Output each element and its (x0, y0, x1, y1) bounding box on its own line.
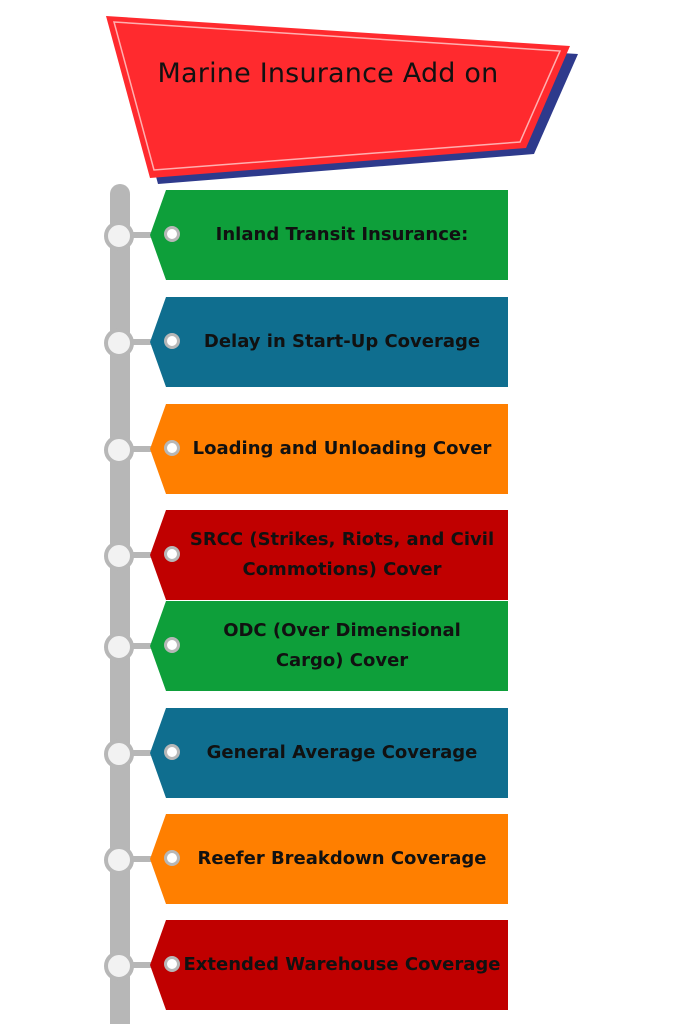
step-connector (118, 339, 176, 345)
banner-inner-border (113, 21, 562, 171)
title-banner: Marine Insurance Add on (0, 0, 683, 200)
step-node (104, 328, 134, 358)
tag-hole (164, 226, 180, 242)
step-tag (150, 297, 508, 387)
step-label: Extended Warehouse Coverage (183, 954, 501, 975)
step-node (104, 541, 134, 571)
step-node (104, 221, 134, 251)
step-tag (150, 814, 508, 904)
step-connector (118, 750, 176, 756)
step-extended-warehouse: Extended Warehouse Coverage (0, 920, 683, 1010)
step-node (104, 951, 134, 981)
step-delay-start-up: Delay in Start-Up Coverage (0, 297, 683, 387)
banner-shape (106, 16, 578, 184)
step-label: General Average Coverage (206, 742, 478, 763)
step-srcc: SRCC (Strikes, Riots, and Civil Commotio… (0, 510, 683, 600)
timeline-pole (110, 184, 130, 1024)
step-tag (150, 190, 508, 280)
tag-hole (164, 850, 180, 866)
step-connector (118, 962, 176, 968)
step-node (104, 632, 134, 662)
step-connector (118, 232, 176, 238)
step-tag (150, 601, 508, 691)
step-connector (118, 643, 176, 649)
step-connector (118, 856, 176, 862)
tag-hole (164, 956, 180, 972)
tag-hole (164, 744, 180, 760)
step-inland-transit: Inland Transit Insurance: (0, 190, 683, 280)
step-label: Inland Transit Insurance: (215, 224, 469, 245)
step-tag (150, 404, 508, 494)
step-tag (150, 510, 508, 600)
step-tag (150, 920, 508, 1010)
step-odc: ODC (Over Dimensional Cargo) Cover (0, 601, 683, 691)
step-connector (118, 552, 176, 558)
step-label: Loading and Unloading Cover (192, 438, 492, 459)
step-label: ODC (Over Dimensional Cargo) Cover (223, 620, 461, 671)
tag-hole (164, 546, 180, 562)
step-connector (118, 446, 176, 452)
step-general-average: General Average Coverage (0, 708, 683, 798)
tag-hole (164, 333, 180, 349)
step-loading-unloading: Loading and Unloading Cover (0, 404, 683, 494)
banner-fill (106, 16, 570, 178)
tag-hole (164, 440, 180, 456)
step-label: Delay in Start-Up Coverage (203, 331, 481, 352)
step-node (104, 435, 134, 465)
step-reefer-breakdown: Reefer Breakdown Coverage (0, 814, 683, 904)
step-node (104, 739, 134, 769)
step-label: Reefer Breakdown Coverage (197, 848, 487, 869)
page-title: Marine Insurance Add on (157, 58, 499, 89)
step-tag (150, 708, 508, 798)
step-node (104, 845, 134, 875)
tag-hole (164, 637, 180, 653)
step-label: SRCC (Strikes, Riots, and Civil Commotio… (189, 529, 495, 580)
